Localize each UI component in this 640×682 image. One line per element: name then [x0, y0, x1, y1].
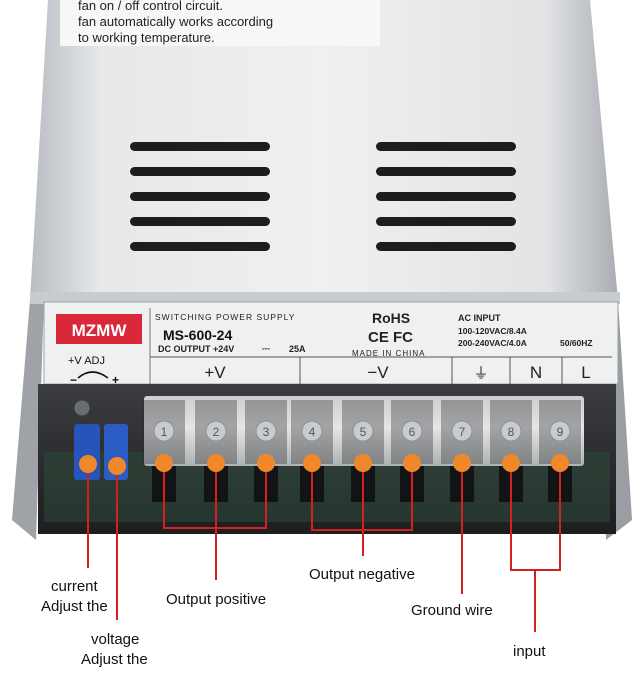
terminal-number: 3 [263, 425, 270, 439]
dc-output: DC OUTPUT +24V [158, 344, 234, 354]
terminal-number: 6 [409, 425, 416, 439]
terminal-screw[interactable] [205, 420, 227, 442]
casing-left-side [12, 300, 44, 540]
ground-symbol-icon: ⏚ [473, 364, 488, 382]
terminal-screw[interactable] [451, 420, 473, 442]
product-type: SWITCHING POWER SUPPLY [155, 312, 295, 322]
ac-frequency: 50/60HZ [560, 338, 593, 348]
annotation-lines [87, 470, 561, 632]
section-neutral: N [530, 363, 542, 382]
label-current-adjust: Adjust the [41, 598, 108, 615]
model-number: MS-600-24 [163, 327, 232, 343]
vent-slot-left [130, 167, 270, 176]
sticker-background [60, 0, 380, 46]
terminal-markers [79, 454, 569, 475]
terminal-screw[interactable] [255, 420, 277, 442]
ventilation-slots [130, 142, 516, 251]
vent-slot-right [376, 142, 516, 151]
label-voltage-adjust: Adjust the [81, 651, 148, 668]
terminal-screw[interactable] [401, 420, 423, 442]
label-voltage: voltage [91, 631, 140, 648]
vent-slot-left [130, 192, 270, 201]
section-line: L [581, 363, 590, 382]
certification-marks: CE FC [368, 329, 413, 346]
ac-input-title: AC INPUT [458, 313, 501, 323]
section-negative: −V [367, 363, 389, 382]
terminal-number: 7 [459, 425, 466, 439]
pot-screw [73, 399, 91, 417]
dc-symbol: ⎓ [262, 344, 270, 355]
terminal-marker [207, 454, 225, 472]
terminal-marker [155, 454, 173, 472]
vent-slot-right [376, 242, 516, 251]
terminal-number: 9 [557, 425, 564, 439]
rohs-mark: RoHS [372, 310, 410, 326]
terminal-number: 4 [309, 425, 316, 439]
terminal-screw[interactable] [153, 420, 175, 442]
label-current: current [51, 578, 98, 595]
ac-range-1: 100-120VAC/8.4A [458, 326, 527, 336]
vent-slot-left [130, 242, 270, 251]
vent-slot-right [376, 192, 516, 201]
current-adjust-marker [79, 455, 97, 473]
terminal-number: 2 [213, 425, 220, 439]
terminal-marker [502, 454, 520, 472]
vent-slot-right [376, 167, 516, 176]
brand-logo [56, 314, 142, 344]
adjust-label: +V ADJ [68, 355, 105, 367]
label-ground-wire: Ground wire [411, 602, 493, 619]
input-leader [510, 470, 561, 632]
negative-leader [311, 470, 413, 556]
terminal-screw[interactable] [301, 420, 323, 442]
terminal-marker [257, 454, 275, 472]
section-positive: +V [204, 363, 226, 382]
adjust-arrow-icon [77, 371, 109, 379]
label-output-positive: Output positive [166, 591, 267, 608]
label-output-negative: Output negative [309, 566, 415, 583]
vent-slot-left [130, 217, 270, 226]
terminal-marker [403, 454, 421, 472]
positive-leader [163, 470, 267, 580]
terminal-number: 1 [161, 425, 168, 439]
terminal-marker [453, 454, 471, 472]
terminal-marker [303, 454, 321, 472]
terminal-screw[interactable] [352, 420, 374, 442]
voltage-adjust-marker [108, 457, 126, 475]
adjust-plus: + [112, 373, 119, 387]
adjust-minus: − [70, 373, 77, 387]
dc-current: 25A [289, 344, 306, 354]
nameplate: MZMW SWITCHING POWER SUPPLY MS-600-24 DC… [43, 301, 619, 385]
terminal-marker [354, 454, 372, 472]
fan-sticker: fan on / off control circuit. fan automa… [60, 0, 380, 46]
terminal-marker [551, 454, 569, 472]
terminal-number: 8 [508, 425, 515, 439]
terminal-number: 5 [360, 425, 367, 439]
brand-text: MZMW [72, 321, 128, 340]
casing-edge [30, 292, 620, 304]
vent-slot-right [376, 217, 516, 226]
vent-slot-left [130, 142, 270, 151]
ac-range-2: 200-240VAC/4.0A [458, 338, 527, 348]
sticker-line-3: to working temperature. [78, 30, 215, 45]
terminal-screw[interactable] [549, 420, 571, 442]
terminal-screw[interactable] [500, 420, 522, 442]
sticker-line-1: fan on / off control circuit. [78, 0, 223, 13]
sticker-line-2: fan automatically works according [78, 14, 273, 29]
label-input: input [513, 643, 546, 660]
made-in: MADE IN CHINA [352, 349, 425, 358]
